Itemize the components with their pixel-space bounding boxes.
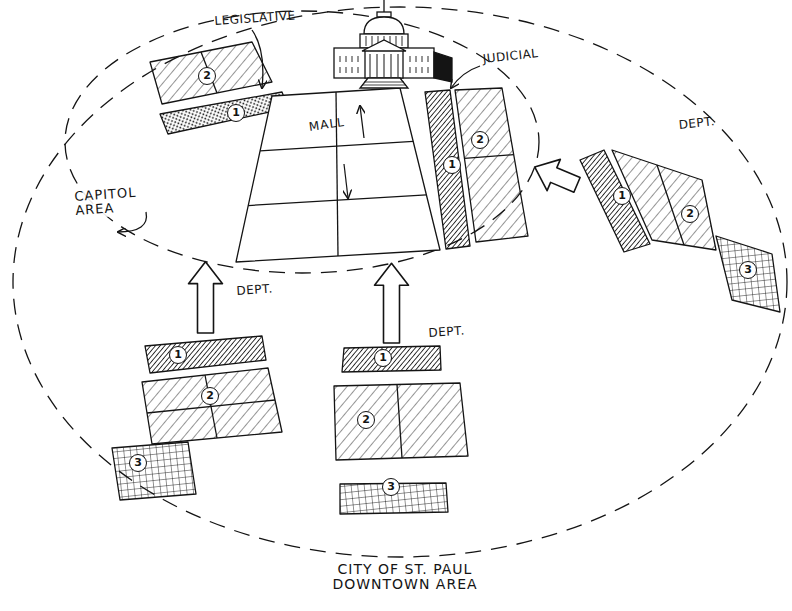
department-block: 2 bbox=[139, 365, 285, 447]
capitol-area-boundary: CAPITOL AREA21MALL12 bbox=[64, 10, 540, 274]
department-block: 2 bbox=[609, 147, 719, 253]
building-body bbox=[334, 48, 434, 78]
block-division bbox=[657, 165, 684, 245]
block-shape bbox=[150, 42, 272, 104]
callout-number: 2 bbox=[201, 387, 219, 405]
capitol-building bbox=[334, 0, 452, 88]
callout-number: 2 bbox=[357, 411, 375, 429]
block-division bbox=[248, 195, 426, 206]
leader-arrow bbox=[451, 66, 480, 88]
callout-number: 1 bbox=[227, 104, 245, 122]
department-block: 3 bbox=[109, 439, 199, 503]
callout-number: 3 bbox=[129, 454, 147, 472]
block-shape bbox=[342, 346, 441, 372]
mall-block: MALL bbox=[233, 85, 443, 265]
judicial-block: 2 bbox=[452, 85, 531, 245]
step-lines bbox=[362, 82, 406, 85]
block-shape bbox=[716, 236, 780, 312]
district-boundary: CITY OF ST. PAUL DOWNTOWN AREACAPITOL AR… bbox=[12, 6, 788, 558]
branch-label: JUDICIAL bbox=[482, 46, 539, 66]
block-shape bbox=[612, 150, 716, 250]
block-arrow bbox=[375, 263, 409, 343]
dashed-boundary bbox=[13, 7, 787, 557]
leader-arrow bbox=[118, 212, 146, 232]
block-arrow bbox=[189, 262, 223, 333]
building-portico bbox=[365, 50, 403, 78]
block-division bbox=[464, 155, 513, 159]
block-shape bbox=[455, 88, 528, 242]
building-steps bbox=[360, 78, 408, 88]
block-shape bbox=[112, 442, 196, 500]
area-label: CITY OF ST. PAUL DOWNTOWN AREA bbox=[320, 562, 490, 593]
block-shape bbox=[334, 383, 468, 460]
department-block: 1 bbox=[339, 343, 444, 375]
branch-label: LEGISLATIVE bbox=[214, 8, 296, 28]
callout-number: 2 bbox=[471, 131, 489, 149]
department-block: 3 bbox=[337, 480, 451, 517]
block-shape bbox=[145, 336, 266, 373]
building-dome bbox=[364, 17, 404, 34]
block-outline bbox=[139, 365, 285, 447]
building-lantern bbox=[377, 12, 391, 17]
callout-number: 2 bbox=[198, 67, 216, 85]
callout-number: 3 bbox=[382, 478, 400, 496]
callout-number: 1 bbox=[443, 156, 461, 174]
mall-arrow bbox=[360, 106, 364, 138]
building-pediment bbox=[362, 40, 406, 51]
block-outline bbox=[109, 439, 199, 503]
mall-arrow bbox=[344, 164, 348, 198]
department-label: DEPT. bbox=[678, 114, 716, 132]
block-division bbox=[397, 385, 402, 459]
department-block: 2 bbox=[331, 380, 471, 463]
block-outline bbox=[233, 85, 443, 265]
callout-number: 1 bbox=[613, 187, 631, 205]
block-shape bbox=[236, 88, 440, 262]
callout-number: 1 bbox=[169, 346, 187, 364]
callout-number: 3 bbox=[739, 261, 757, 279]
callout-number: 2 bbox=[681, 205, 699, 223]
leader-arrow bbox=[252, 30, 263, 88]
area-label: CAPITOL AREA bbox=[74, 184, 160, 218]
building-spire bbox=[383, 0, 384, 13]
dashed-boundary bbox=[65, 11, 539, 273]
block-division bbox=[260, 141, 413, 150]
block-outline bbox=[331, 380, 471, 463]
block-arrow bbox=[535, 159, 580, 192]
department-label: DEPT. bbox=[236, 281, 273, 297]
block-outline bbox=[609, 147, 719, 253]
block-shape bbox=[142, 368, 282, 444]
building-shadow bbox=[434, 52, 452, 82]
department-block: 3 bbox=[713, 233, 783, 315]
callout-number: 1 bbox=[374, 349, 392, 367]
department-label: DEPT. bbox=[428, 323, 465, 339]
portico-columns bbox=[370, 54, 398, 77]
block-outline bbox=[452, 85, 531, 245]
